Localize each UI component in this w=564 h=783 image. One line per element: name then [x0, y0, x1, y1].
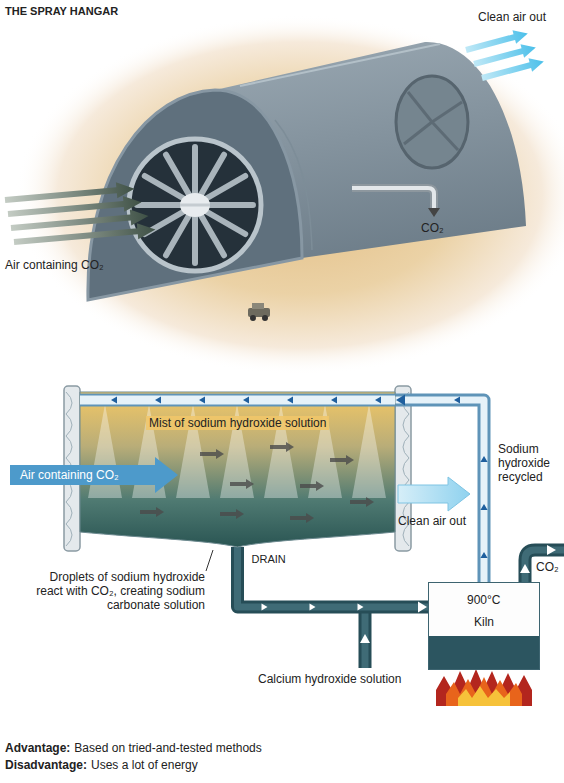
desert-ground: [15, 15, 564, 375]
hangar: [432, 122, 458, 150]
air-flow-arrow: [140, 507, 164, 517]
flow-arrow: [480, 504, 487, 510]
arrow-head: [396, 395, 405, 406]
kiln-flames: [446, 677, 522, 706]
inflow-label: Air containing CO₂: [20, 468, 119, 482]
leader-line: [206, 550, 213, 571]
flow-arrow: [454, 396, 460, 403]
co2-outlet-label: CO₂: [536, 560, 559, 574]
co2-exhaust-pipe: [525, 550, 564, 582]
chamber-text: Mist of sodium hydroxide solution: [146, 416, 329, 430]
disadvantage-text: Uses a lot of energy: [91, 758, 198, 772]
recycle-pipe: [395, 400, 484, 582]
spray-cone: [352, 404, 386, 498]
flow-arrow: [375, 396, 381, 403]
drain-pipe: [238, 547, 429, 612]
hangar: [404, 122, 432, 144]
diagram-title: THE SPRAY HANGAR: [5, 5, 118, 18]
kiln-flames: [436, 669, 532, 706]
pipe-label: Sodium hydroxide recycled: [495, 442, 564, 484]
desert-ground: [15, 15, 564, 375]
kiln-flames: [436, 669, 532, 706]
drain-pipe: [238, 547, 429, 607]
air-flow-arrow: [220, 509, 244, 519]
co2-exhaust-pipe: [525, 550, 564, 582]
clean-air-arrow: [398, 477, 470, 511]
leader-line: [206, 550, 213, 571]
spray-pipe: [80, 396, 395, 405]
recycle-pipe: [395, 395, 488, 582]
calcium-pipe: [360, 612, 370, 668]
air-flow-arrow: [270, 442, 294, 452]
kiln-flames: [458, 686, 510, 706]
spray-chamber: Mist of sodium hydroxide solution: [80, 392, 395, 547]
hangar: [428, 208, 440, 217]
flow-arrow: [155, 396, 161, 403]
air-flow-arrow: [350, 497, 374, 507]
outflow-label: Clean air out: [478, 10, 546, 24]
flow-arrow: [480, 456, 487, 462]
co2-exhaust-pipe: [547, 545, 556, 555]
hangar: [129, 139, 261, 271]
flow-arrow: [480, 552, 487, 558]
kiln-name: Kiln: [474, 615, 494, 629]
hangar: [352, 188, 434, 208]
recycle-pipe: [395, 400, 484, 582]
flow-arrow: [331, 396, 337, 403]
hangar: [396, 76, 468, 168]
air-flow-arrow: [230, 479, 254, 489]
clean-air-arrows: [480, 55, 545, 85]
air-flow-arrow: [300, 481, 324, 491]
hangar: [404, 92, 462, 150]
kiln-box: 900°C Kiln: [428, 582, 540, 670]
flow-arrow: [199, 396, 205, 403]
inflow-label: Air containing CO₂: [5, 258, 104, 272]
input-label: Calcium hydroxide solution: [258, 672, 401, 686]
hangar: [432, 102, 462, 122]
calcium-pipe: [360, 634, 370, 643]
arrow-head: [418, 602, 427, 613]
pipe-label: DRAIN: [249, 553, 289, 566]
co2-outlet-label: CO₂: [421, 221, 444, 235]
flow-arrow: [287, 396, 293, 403]
drain-pipe: [238, 547, 429, 607]
co2-exhaust-pipe: [520, 545, 564, 582]
flow-arrow: [358, 603, 364, 610]
air-flow-arrow: [200, 449, 224, 459]
hangar: [88, 42, 526, 300]
spray-pipe: [80, 394, 395, 407]
hangar: [262, 315, 268, 321]
flow-arrow: [111, 396, 117, 403]
hangar: [240, 44, 440, 86]
co2-exhaust-pipe: [520, 564, 530, 573]
air-inflow-arrows: [13, 222, 156, 250]
disadvantage-heading: Disadvantage:: [5, 758, 87, 772]
hangar: [250, 315, 256, 321]
hangar: [252, 303, 264, 309]
hangar: [180, 193, 210, 217]
air-inflow-arrows: [4, 181, 156, 250]
flow-arrow: [262, 603, 268, 610]
hangar: [180, 204, 210, 207]
callout-note: Droplets of sodium hydroxide react with …: [35, 570, 205, 612]
outflow-label: Clean air out: [398, 514, 466, 528]
hangar: [408, 92, 432, 122]
advantage-text: Based on tried-and-tested methods: [74, 741, 261, 755]
flow-arrow: [310, 603, 316, 610]
hangar: [137, 147, 253, 263]
flow-arrow: [243, 396, 249, 403]
clean-air-arrow: [398, 477, 470, 511]
hangar: [352, 188, 434, 208]
air-flow-arrow: [330, 455, 354, 465]
calcium-pipe: [359, 612, 372, 668]
air-inflow-arrow: [10, 457, 178, 493]
hangar: [88, 42, 526, 321]
hangar: [248, 303, 270, 321]
clean-air-arrows: [464, 27, 545, 85]
air-flow-arrow: [290, 513, 314, 523]
advantage-heading: Advantage:: [5, 741, 70, 755]
kiln-temperature: 900°C: [467, 593, 501, 607]
